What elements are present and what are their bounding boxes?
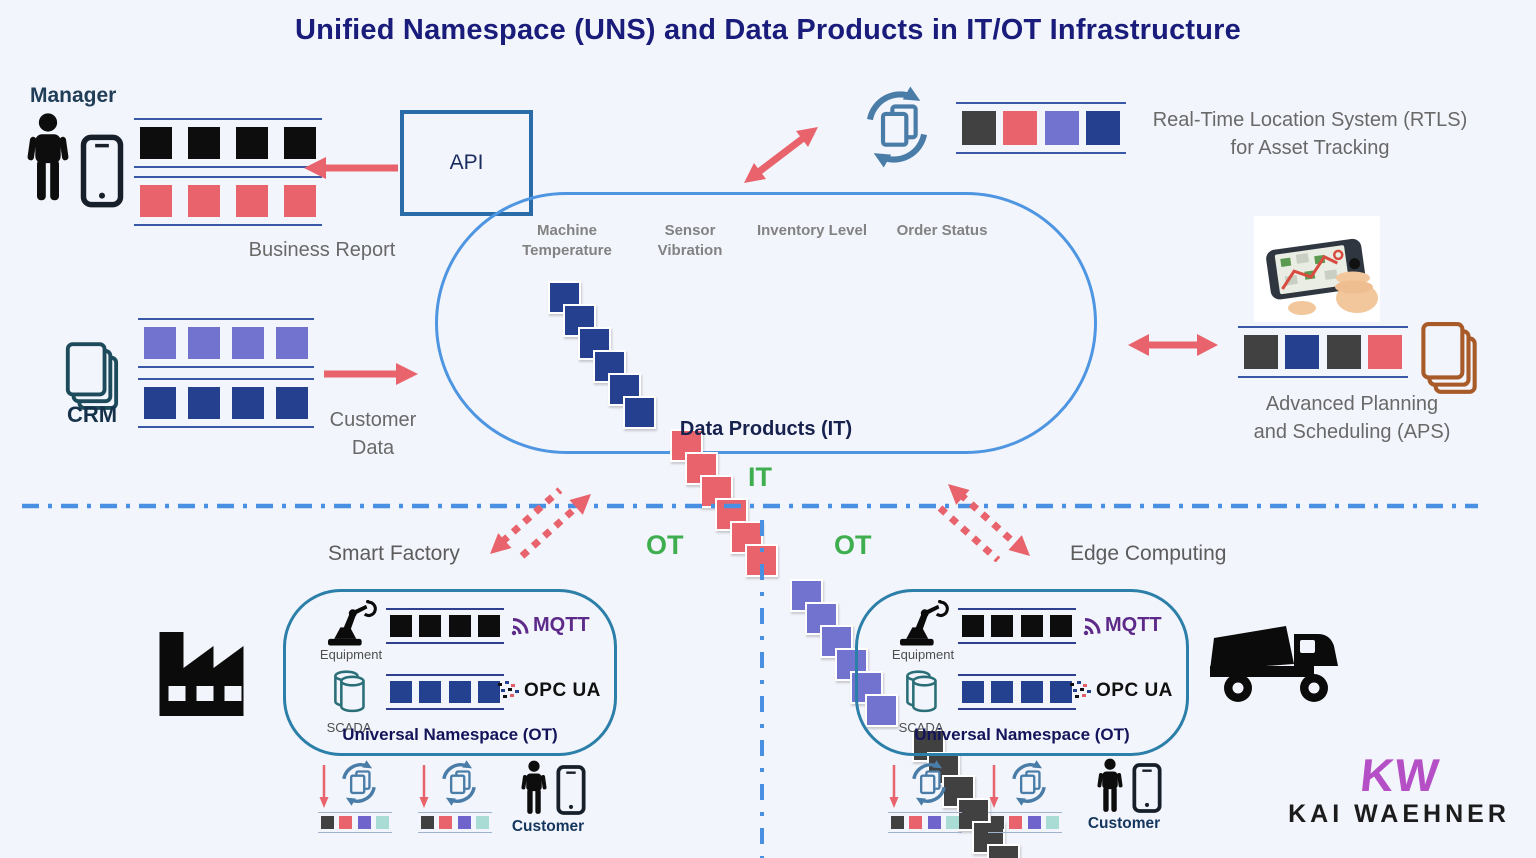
stream-label-machine-temperature: Machine Temperature (522, 222, 612, 259)
cascade-machine-temperature (548, 281, 658, 431)
equipment-data-row (958, 608, 1076, 644)
customer-phone-icon (556, 764, 586, 816)
consumer-arrow-icon (889, 765, 899, 808)
consumer-arrow-icon (419, 765, 429, 808)
page-title: Unified Namespace (UNS) and Data Product… (295, 14, 1241, 46)
manager-label: Manager (30, 84, 117, 107)
api-label: API (449, 151, 484, 174)
equipment-robot-icon (894, 600, 952, 646)
aps-documents-icon (1416, 320, 1480, 400)
manager-person-icon (26, 112, 70, 204)
stream-label-inventory-level: Inventory Level (756, 222, 868, 239)
dotted-bridge-right-icon (937, 484, 1030, 562)
equipment-label: Equipment (891, 647, 955, 662)
opcua-trail-icon (1070, 681, 1091, 698)
crm-data-row-2 (138, 378, 314, 428)
mqtt-signal-icon (1083, 618, 1101, 636)
scada-database-icon (326, 668, 372, 718)
consumer-data-row (318, 812, 392, 833)
manager-phone-icon (80, 134, 124, 208)
arrow-crm-to-uns-icon (324, 363, 418, 385)
edge-computing-label: Edge Computing (1070, 542, 1227, 565)
equipment-data-row (386, 608, 504, 644)
customer-person-icon (518, 760, 550, 816)
business-report-caption: Business Report (248, 239, 396, 261)
mqtt-logo: MQTT (510, 614, 590, 637)
uns-ot-label-edge: Universal Namespace (OT) (914, 725, 1130, 744)
zone-label-ot-right: OT (834, 530, 872, 560)
kw-monogram-logo: KW (1357, 749, 1443, 801)
arrow-uns-rtls-icon (744, 127, 818, 183)
consumer-group (418, 760, 494, 838)
equipment-robot-icon (322, 600, 380, 646)
truck-icon (1206, 616, 1348, 708)
aps-data-row (1238, 326, 1408, 378)
consumer-arrow-icon (989, 765, 999, 808)
customer-phone-icon (1132, 762, 1162, 814)
consumer-group (988, 760, 1064, 838)
scada-database-icon (898, 668, 944, 718)
scada-data-row (386, 674, 504, 710)
arrow-uns-aps-icon (1128, 334, 1218, 356)
ot-vertical-divider-line (760, 520, 764, 858)
cascade-sensor-vibration (670, 429, 780, 579)
mqtt-signal-icon (511, 618, 529, 636)
stream-label-sensor-vibration: Sensor Vibration (657, 222, 723, 259)
zone-label-ot-left: OT (646, 530, 684, 560)
customer-label-left: Customer (511, 818, 585, 835)
scada-label: SCADA (898, 720, 944, 735)
smart-factory-label: Smart Factory (328, 542, 460, 565)
rtls-data-row (956, 102, 1126, 154)
consumer-sync-icon (1004, 760, 1054, 806)
uns-ot-container-factory: Equipment MQTT SCADA OPC UA Universal Na… (283, 589, 617, 756)
cascade-order-status (912, 729, 1022, 858)
consumer-arrow-icon (319, 765, 329, 808)
opcua-logo: OPC UA (1070, 680, 1173, 702)
consumer-group (888, 760, 964, 838)
scada-data-row (958, 674, 1076, 710)
consumer-sync-icon (334, 760, 384, 806)
api-box: API (400, 110, 533, 216)
consumer-data-row (888, 812, 962, 833)
mqtt-logo: MQTT (1082, 614, 1162, 637)
dotted-bridge-left-icon (490, 487, 591, 559)
rtls-caption: Real-Time Location System (RTLS) for Ass… (1152, 109, 1468, 159)
opcua-logo: OPC UA (498, 680, 601, 702)
uns-ot-container-edge: Equipment MQTT SCADA OPC UA Universal Na… (855, 589, 1189, 756)
report-data-row-2 (134, 176, 322, 226)
consumer-data-row (418, 812, 492, 833)
rtls-sync-icon (854, 86, 940, 168)
kai-waehner-logo-text: KAI WAEHNER (1288, 800, 1510, 828)
equipment-label: Equipment (319, 647, 383, 662)
data-products-label: Data Products (IT) (679, 418, 853, 440)
it-ot-divider-line (22, 503, 1478, 509)
scada-label: SCADA (326, 720, 372, 735)
crm-label: CRM (66, 402, 118, 427)
customer-data-caption: Customer Data (329, 409, 417, 459)
report-data-row-1 (134, 118, 322, 168)
opcua-trail-icon (498, 681, 519, 698)
consumer-group (318, 760, 394, 838)
customer-person-icon (1094, 758, 1126, 814)
customer-label-right: Customer (1087, 815, 1161, 832)
arrow-api-to-report-icon (304, 157, 398, 179)
consumer-sync-icon (434, 760, 484, 806)
aps-map-phone-image (1254, 216, 1380, 322)
aps-caption: Advanced Planning and Scheduling (APS) (1253, 393, 1451, 443)
factory-icon (150, 616, 268, 718)
data-products-container: Machine Temperature Sensor Vibration Inv… (435, 192, 1097, 858)
crm-data-row-1 (138, 318, 314, 368)
consumer-sync-icon (904, 760, 954, 806)
zone-label-it: IT (748, 462, 772, 492)
stream-label-order-status: Order Status (896, 222, 988, 239)
uns-ot-label-factory: Universal Namespace (OT) (342, 725, 558, 744)
consumer-data-row (988, 812, 1062, 833)
